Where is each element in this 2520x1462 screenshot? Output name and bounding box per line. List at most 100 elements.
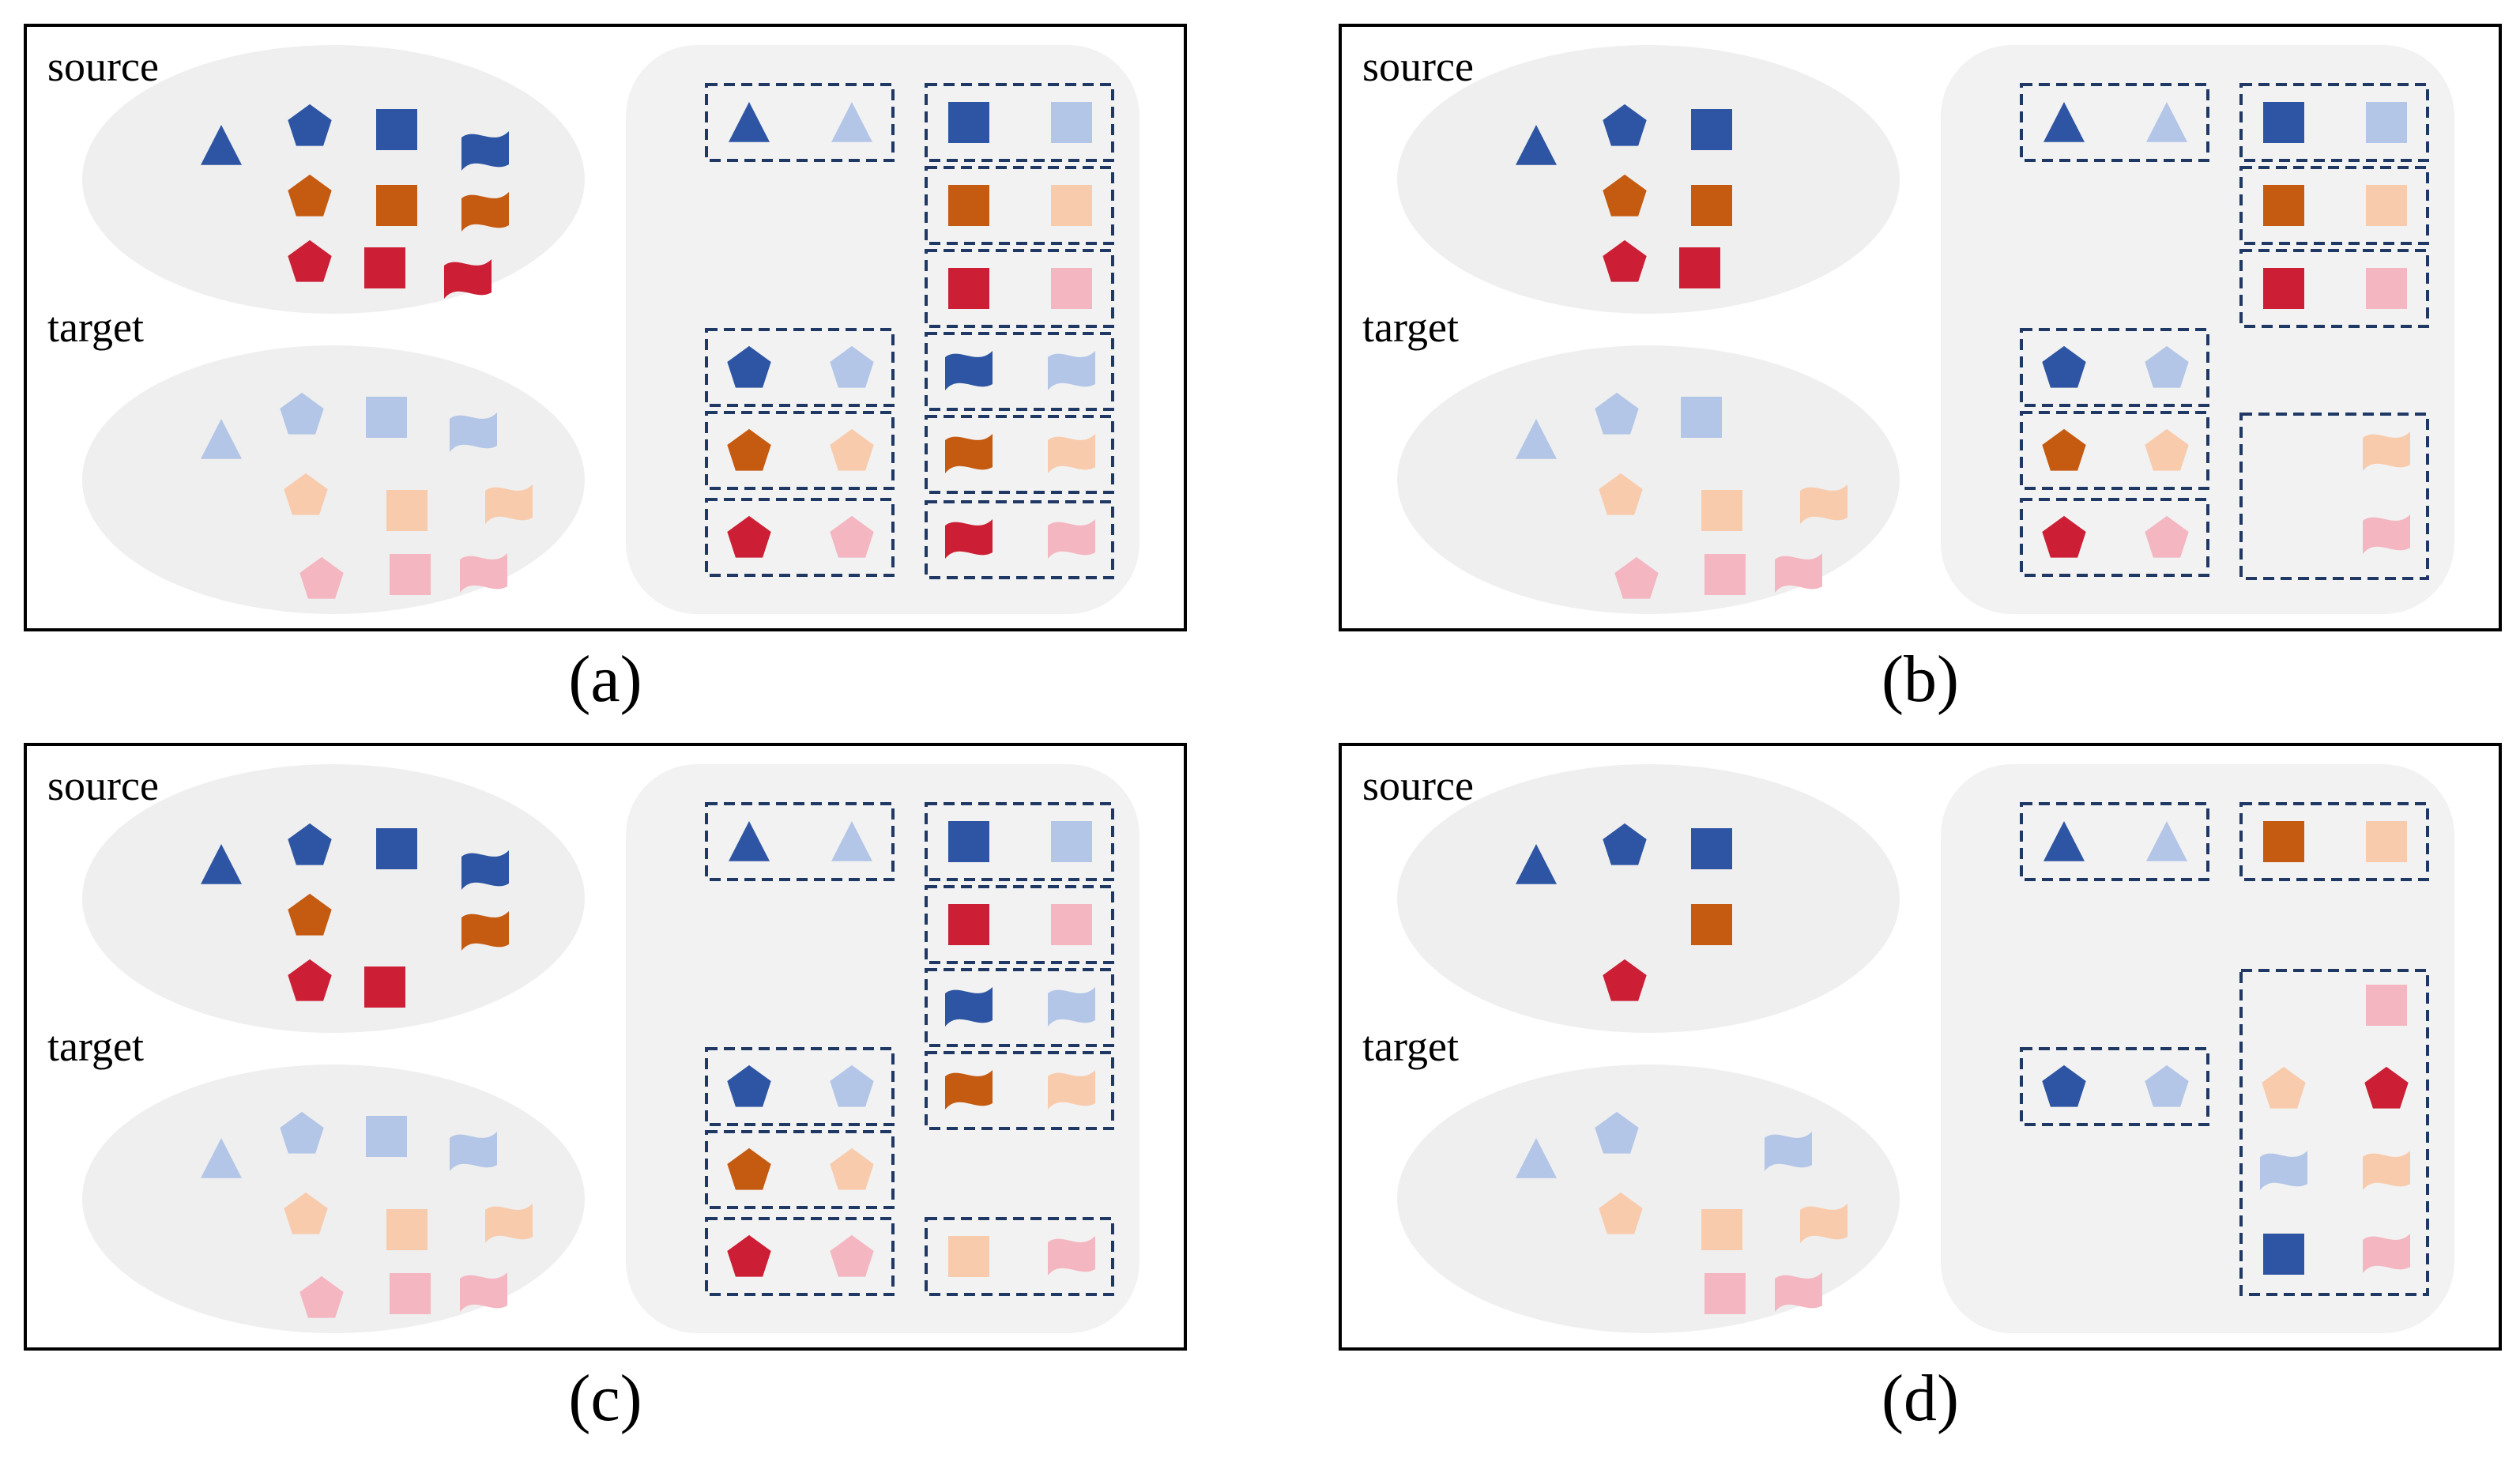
pair-orange-flag-source-flag-icon	[945, 1070, 993, 1110]
source-blue-square-icon	[1691, 828, 1732, 869]
target-label: target	[47, 1023, 144, 1070]
target-blue-flag-icon	[450, 413, 497, 452]
pair-orange-square-box	[2239, 166, 2429, 245]
target-red-pentagon-icon	[1614, 556, 1659, 599]
source-label: source	[47, 43, 159, 90]
target-red-square-icon	[1704, 554, 1746, 595]
pair-blue-triangle-target-triangle-icon	[831, 102, 872, 142]
source-label: source	[47, 762, 159, 809]
unmatched-orange-square-icon	[948, 1236, 989, 1277]
target-blue-pentagon-icon	[280, 1111, 324, 1154]
source-ellipse	[1397, 45, 1900, 314]
target-red-square-icon	[390, 1273, 431, 1314]
pair-orange-pentagon-target-pentagon-icon	[2145, 428, 2189, 471]
pair-red-pentagon-source-pentagon-icon	[727, 515, 771, 558]
panel-caption: (a)	[568, 642, 642, 716]
source-blue-triangle-icon	[1516, 844, 1557, 884]
source-red-square-icon	[1679, 247, 1720, 288]
pair-blue-pentagon-box	[2020, 328, 2209, 407]
pair-blue-pentagon-box	[705, 328, 895, 407]
target-red-square-icon	[1704, 1273, 1746, 1314]
pair-orange-pentagon-box	[2020, 411, 2209, 490]
target-blue-square-icon	[366, 1116, 407, 1157]
pair-orange-pentagon-box	[705, 1130, 895, 1209]
pair-blue-square-box	[2239, 83, 2429, 162]
source-blue-square-icon	[1691, 109, 1732, 150]
pair-orange-square-box	[2239, 802, 2429, 881]
mixed-light-red-square-icon	[2366, 985, 2407, 1026]
pair-blue-square-box	[925, 802, 1114, 881]
target-orange-pentagon-icon	[1599, 1192, 1643, 1234]
target-orange-square-icon	[1701, 1209, 1742, 1250]
pair-blue-square-target-square-icon	[1051, 821, 1092, 862]
pair-blue-pentagon-source-pentagon-icon	[2042, 345, 2086, 388]
source-orange-pentagon-icon	[288, 174, 332, 217]
target-blue-triangle-icon	[1516, 1138, 1557, 1178]
pair-blue-pentagon-target-pentagon-icon	[830, 345, 874, 388]
pair-blue-flag-target-flag-icon	[1048, 351, 1095, 390]
mixed-dark-red-pentagon-icon	[2364, 1066, 2409, 1109]
pair-orange-square-source-square-icon	[2263, 821, 2304, 862]
pair-blue-square-source-square-icon	[948, 102, 989, 143]
target-blue-square-icon	[366, 397, 407, 438]
source-orange-square-icon	[376, 185, 417, 226]
source-red-pentagon-icon	[1603, 239, 1647, 282]
pair-blue-flag-box	[925, 968, 1114, 1047]
mixed-dark-blue-square-icon	[2263, 1234, 2304, 1275]
target-ellipse	[1397, 1064, 1900, 1333]
pair-blue-square-target-square-icon	[1051, 102, 1092, 143]
source-ellipse	[1397, 764, 1900, 1033]
pair-blue-square-source-square-icon	[948, 821, 989, 862]
source-ellipse	[82, 764, 585, 1033]
pair-red-pentagon-source-pentagon-icon	[2042, 515, 2086, 558]
pair-orange-pentagon-source-pentagon-icon	[2042, 428, 2086, 471]
pair-red-flag-box	[925, 500, 1114, 579]
source-ellipse	[82, 45, 585, 314]
pair-red-pentagon-source-pentagon-icon	[727, 1234, 771, 1277]
pair-orange-flag-box	[925, 1051, 1114, 1130]
source-blue-square-icon	[376, 828, 417, 869]
mixed-light-blue-flag-icon	[2260, 1151, 2307, 1190]
pair-blue-square-target-square-icon	[2366, 102, 2407, 143]
pair-red-square-target-square-icon	[2366, 268, 2407, 309]
pair-orange-square-target-square-icon	[1051, 185, 1092, 226]
source-blue-pentagon-icon	[288, 823, 332, 865]
target-orange-pentagon-icon	[1599, 473, 1643, 515]
pair-blue-pentagon-source-pentagon-icon	[727, 345, 771, 388]
target-ellipse	[82, 345, 585, 614]
pair-blue-triangle-box	[705, 83, 895, 162]
source-orange-pentagon-icon	[1603, 174, 1647, 217]
pair-red-square-target-square-icon	[1051, 268, 1092, 309]
target-red-flag-icon	[1775, 1272, 1822, 1312]
source-blue-triangle-icon	[201, 125, 242, 165]
pair-blue-pentagon-source-pentagon-icon	[727, 1064, 771, 1107]
target-blue-pentagon-icon	[1595, 392, 1639, 435]
mixed-light-orange-pentagon-icon	[2262, 1066, 2306, 1109]
pair-red-pentagon-box	[705, 498, 895, 577]
target-blue-pentagon-icon	[280, 392, 324, 435]
pair-blue-pentagon-target-pentagon-icon	[2145, 1064, 2189, 1107]
pair-blue-triangle-box	[2020, 83, 2209, 162]
target-label: target	[1362, 1023, 1459, 1070]
source-blue-pentagon-icon	[1603, 104, 1647, 146]
pair-blue-triangle-source-triangle-icon	[729, 821, 770, 861]
pair-orange-square-box	[925, 166, 1114, 245]
pair-red-square-source-square-icon	[2263, 268, 2304, 309]
target-orange-pentagon-icon	[284, 1192, 328, 1234]
target-orange-square-icon	[1701, 490, 1742, 531]
pair-orange-flag-source-flag-icon	[945, 434, 993, 473]
mixed-group-box	[2239, 969, 2429, 1296]
source-red-pentagon-icon	[288, 959, 332, 1001]
pair-blue-triangle-box	[705, 802, 895, 881]
pair-orange-square-target-square-icon	[2366, 821, 2407, 862]
mixed-light-red-flag-icon	[2363, 1234, 2410, 1273]
pair-blue-pentagon-target-pentagon-icon	[830, 1064, 874, 1107]
pair-red-square-source-square-icon	[948, 904, 989, 945]
pair-red-square-box	[2239, 249, 2429, 328]
source-blue-triangle-icon	[1516, 125, 1557, 165]
pair-blue-pentagon-box	[2020, 1047, 2209, 1126]
pair-orange-square-target-square-icon	[2366, 185, 2407, 226]
pair-blue-pentagon-source-pentagon-icon	[2042, 1064, 2086, 1107]
pair-orange-square-source-square-icon	[948, 185, 989, 226]
